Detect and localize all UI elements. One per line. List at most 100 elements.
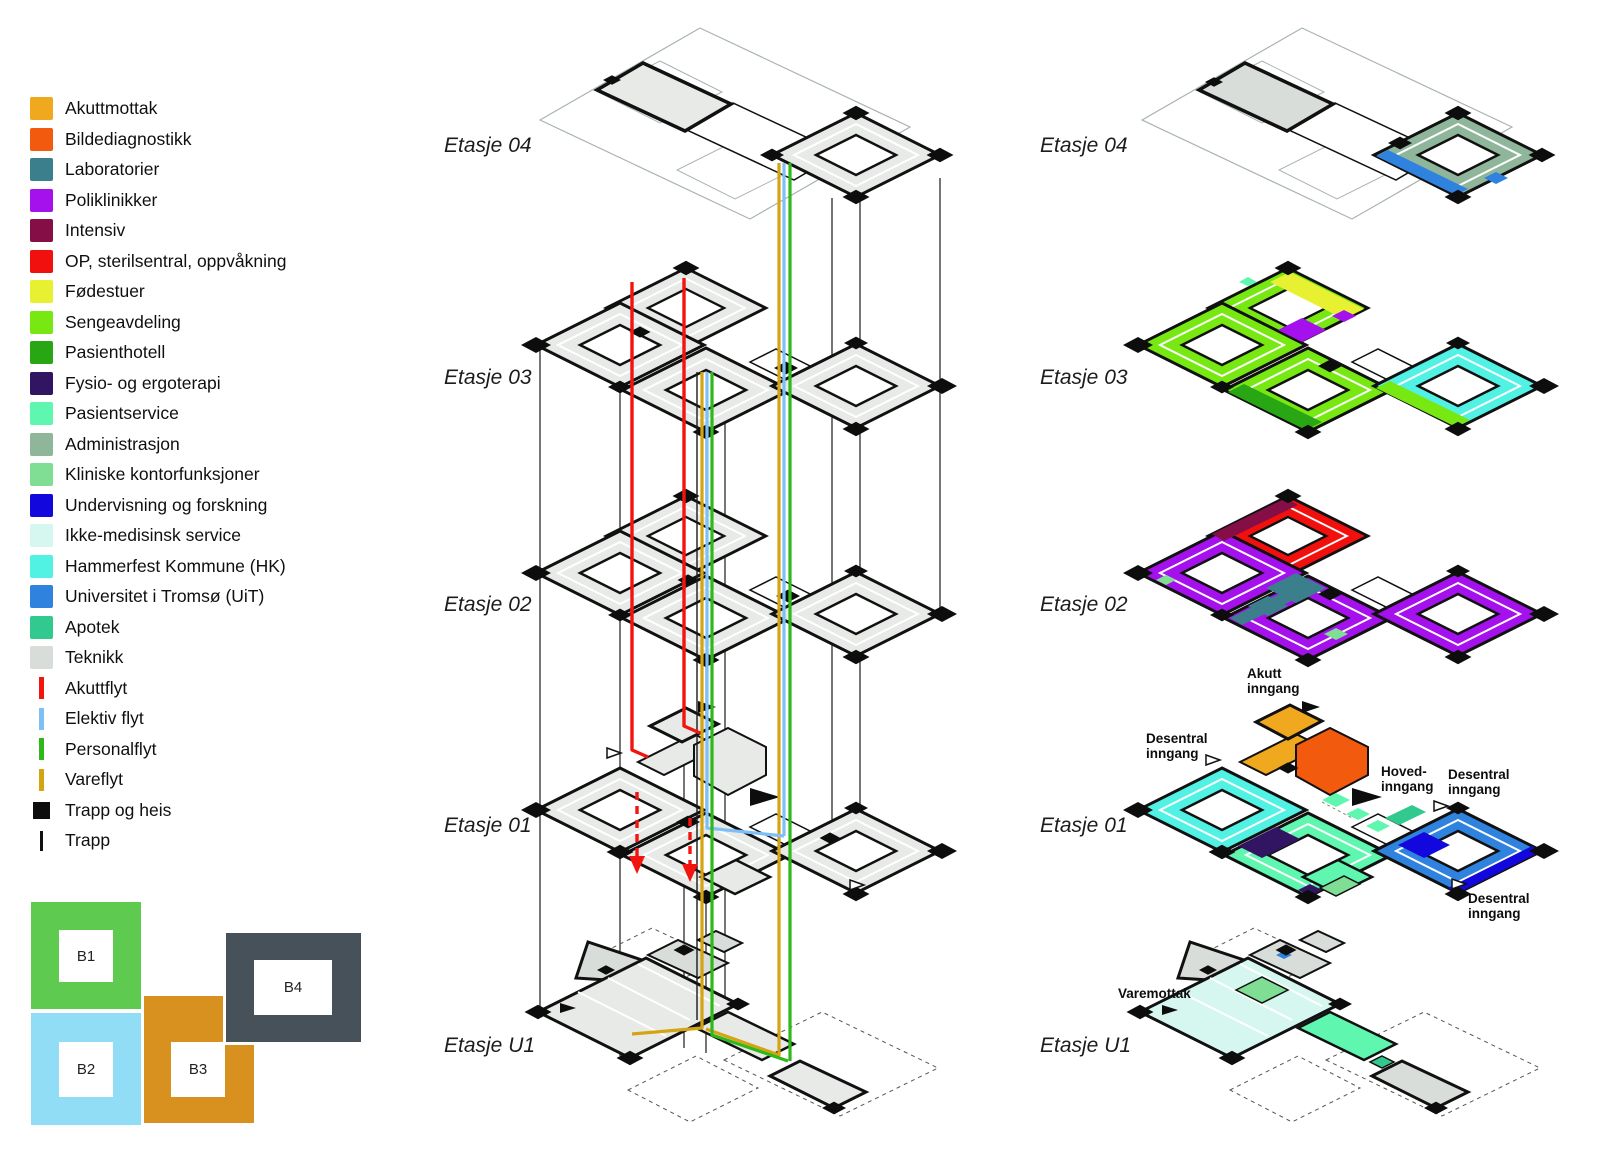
color-swatch [30, 280, 53, 303]
legend-label: Undervisning og forskning [65, 494, 268, 515]
floor-02-middle [521, 488, 957, 668]
stair-swatch [30, 829, 53, 852]
legend-label: Pasientservice [65, 403, 179, 423]
color-swatch [30, 371, 53, 395]
color-swatch [30, 402, 53, 425]
akutt-inngang-arrow-icon [1302, 701, 1320, 713]
legend-flow-vare: Vareflyt [30, 768, 286, 791]
floor-04-right [1140, 27, 1556, 220]
floor-u1-right [1126, 927, 1542, 1123]
legend-item-bildediagnostikk: Bildediagnostikk [30, 127, 286, 151]
legend-label: Bildediagnostikk [65, 128, 192, 149]
color-swatch [30, 432, 53, 456]
legend-label: Intensiv [65, 220, 126, 240]
legend-item-administrasjon: Administrasjon [30, 432, 286, 456]
annotation-akutt-inngang: Akutt inngang [1247, 666, 1300, 697]
annotation-desentral-inngang-right: Desentral inngang [1448, 767, 1510, 798]
color-swatch [30, 585, 53, 608]
legend-item-laboratorier: Laboratorier [30, 158, 286, 181]
floor-label-middle-01: Etasje 01 [444, 814, 532, 837]
legend-item-ikkemedisinsk: Ikke-medisinsk service [30, 524, 286, 547]
personalflyt-line [710, 372, 789, 1063]
color-swatch [30, 493, 53, 517]
legend-item-fysio: Fysio- og ergoterapi [30, 371, 286, 395]
color-swatch [30, 249, 53, 273]
entrance-triangle-icon [606, 746, 624, 760]
legend-label: Akuttflyt [65, 677, 128, 698]
legend-item-pasienthotell: Pasienthotell [30, 341, 286, 364]
floor-label-middle-02: Etasje 02 [444, 593, 532, 616]
color-swatch [30, 158, 53, 181]
block-label: B2 [59, 1042, 113, 1097]
entrance-arrow-icon [560, 1003, 576, 1013]
block-b1: B1 [31, 902, 141, 1009]
legend-item-uit: Universitet i Tromsø (UiT) [30, 585, 286, 608]
legend-label: Poliklinikker [65, 189, 158, 210]
flow-swatch [30, 677, 53, 700]
entrance-arrow-icon [750, 788, 780, 806]
legend-label: Trapp og heis [65, 799, 172, 820]
block-label: B3 [171, 1042, 225, 1097]
block-label: B1 [59, 930, 113, 982]
color-swatch [30, 310, 53, 334]
legend-label: Akuttmottak [65, 98, 158, 118]
flow-lines [629, 163, 792, 1063]
legend-label: Teknikk [65, 647, 124, 667]
desentral-triangle-icon [1205, 753, 1223, 767]
floor-01-right [1123, 701, 1559, 905]
color-swatch [30, 615, 53, 639]
legend-item-apotek: Apotek [30, 615, 286, 639]
legend-label: Universitet i Tromsø (UiT) [65, 586, 265, 606]
color-swatch [30, 463, 53, 486]
flow-swatch [30, 768, 53, 791]
akuttflyt-line [682, 278, 701, 735]
block-label: B4 [254, 960, 332, 1015]
color-swatch [30, 646, 53, 669]
legend-label: Sengeavdeling [65, 311, 181, 332]
floor-label-right-u1: Etasje U1 [1040, 1034, 1132, 1057]
color-swatch [30, 127, 53, 151]
color-swatch [30, 554, 53, 578]
legend-item-teknikk: Teknikk [30, 646, 286, 669]
floor-label-middle-u1: Etasje U1 [444, 1034, 536, 1057]
annotation-hoved-inngang: Hoved- inngang [1381, 764, 1434, 795]
legend-label: Ikke-medisinsk service [65, 525, 242, 545]
floor-label-right-01: Etasje 01 [1040, 814, 1128, 837]
legend-item-poliklinikker: Poliklinikker [30, 188, 286, 212]
legend-label: Pasienthotell [65, 342, 166, 362]
legend-flow-akuttflyt: Akuttflyt [30, 677, 286, 700]
legend-flow-personal: Personalflyt [30, 738, 286, 761]
block-b4: B4 [226, 933, 361, 1042]
legend-item-intensiv: Intensiv [30, 219, 286, 242]
floor-03-right [1123, 260, 1559, 440]
floor-03-middle [521, 260, 957, 440]
color-swatch [30, 188, 53, 212]
hoved-inngang-arrow-icon [1352, 788, 1382, 806]
annotation-varemottak: Varemottak [1118, 986, 1191, 1001]
akuttflyt-arrowhead [629, 856, 645, 874]
legend-item-pasientservice: Pasientservice [30, 402, 286, 425]
legend-flow-elektiv: Elektiv flyt [30, 707, 286, 730]
floor-label-right-03: Etasje 03 [1040, 366, 1128, 389]
legend-label: Elektiv flyt [65, 708, 144, 728]
floor-u1-middle [524, 927, 940, 1123]
legend-symbol-line: Trapp [30, 829, 286, 852]
color-swatch [30, 219, 53, 242]
middle-stack [521, 27, 957, 1123]
flow-swatch [30, 707, 53, 730]
floor-label-right-04: Etasje 04 [1040, 134, 1128, 157]
desentral-triangle-icon [1451, 877, 1469, 891]
elektivflyt-line [705, 372, 785, 838]
legend-symbol-square: Trapp og heis [30, 799, 286, 822]
color-swatch [30, 341, 53, 364]
right-floorplans [1123, 27, 1559, 1123]
legend-label: Trapp [65, 830, 111, 850]
floor-label-middle-03: Etasje 03 [444, 366, 532, 389]
floor-01-middle [521, 701, 957, 905]
color-swatch [30, 524, 53, 547]
legend-item-kliniske: Kliniske kontorfunksjoner [30, 463, 286, 486]
akuttflyt-arrowhead [682, 864, 698, 882]
stair-lift-swatch [30, 799, 53, 822]
color-swatch [30, 97, 53, 120]
